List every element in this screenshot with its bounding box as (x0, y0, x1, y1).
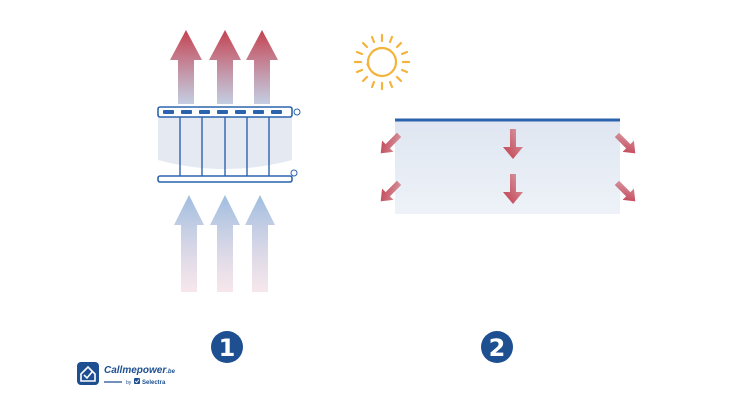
logo-name: Callmepower (104, 365, 167, 376)
logo-by: by (126, 380, 132, 386)
cold-air-arrows (174, 195, 275, 292)
selectra-check-icon (134, 378, 140, 384)
panel-body (395, 120, 620, 214)
callmepower-logo: Callmepower.be by Selectra (77, 362, 176, 386)
logo-partner: Selectra (142, 380, 166, 386)
hot-air-arrows (170, 30, 278, 104)
step-1-label: 1 (219, 334, 236, 362)
step-badge-2: 2 (481, 331, 513, 363)
house-check-icon (77, 362, 99, 385)
sun-icon (353, 33, 411, 91)
radiator-fins (179, 117, 270, 180)
radiant-panel-diagram (353, 33, 636, 214)
hot-arrow-left (170, 30, 202, 104)
cold-arrow-right (245, 195, 275, 292)
cold-arrow-left (174, 195, 204, 292)
cold-arrow-middle (210, 195, 240, 292)
arrow-left-top (380, 132, 402, 154)
logo-tld: .be (166, 369, 175, 375)
arrow-right-top (614, 132, 636, 154)
radiator-valve-bottom (290, 169, 298, 177)
hot-arrow-right (246, 30, 278, 104)
arrow-center-bottom (503, 174, 523, 204)
radiator-valve-top (293, 108, 301, 116)
arrow-left-bottom (380, 180, 402, 202)
radiant-heat-arrows (380, 129, 636, 204)
radiator-diagram (157, 30, 301, 292)
arrow-right-bottom (614, 180, 636, 202)
radiator-icon (157, 106, 301, 183)
svg-text:Callmepower.be: Callmepower.be (104, 365, 176, 376)
arrow-center-top (503, 129, 523, 159)
step-2-label: 2 (489, 334, 506, 362)
radiator-top-slots (163, 110, 282, 114)
step-badge-1: 1 (211, 331, 243, 363)
hot-arrow-middle (209, 30, 241, 104)
radiator-bottom-bar (157, 175, 293, 183)
heating-panel-icon (395, 118, 620, 214)
